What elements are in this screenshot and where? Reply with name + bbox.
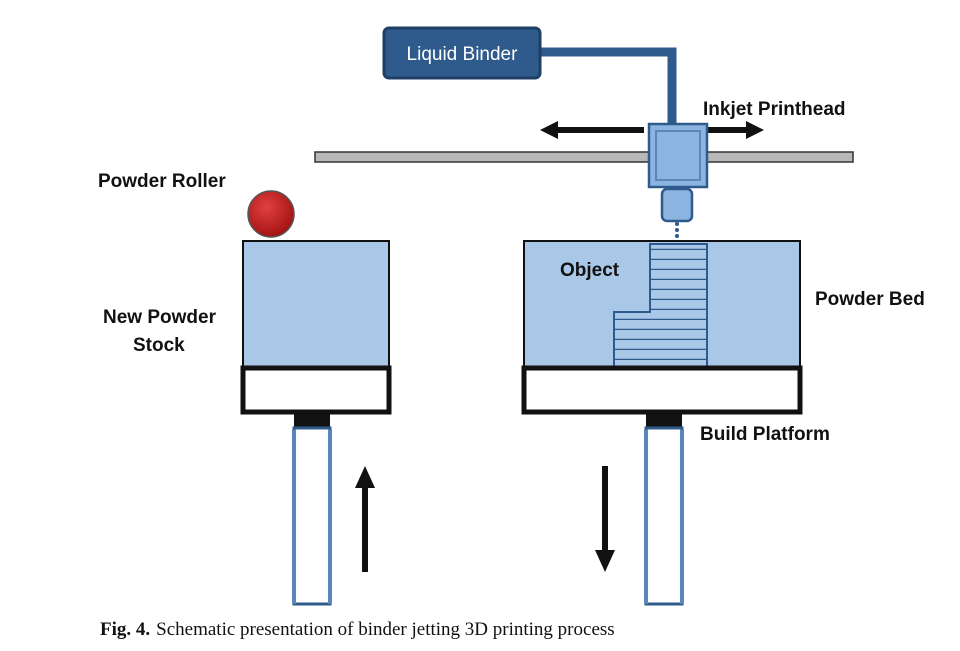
liquid-binder-label: Liquid Binder	[407, 44, 519, 65]
feed-piston-connector	[294, 412, 330, 428]
object-label: Object	[560, 260, 620, 281]
build-piston-plate	[521, 365, 803, 415]
printhead-rail	[314, 151, 854, 163]
new-powder-stock-label-line2: Stock	[133, 335, 185, 356]
feed-piston-shaft	[292, 426, 332, 606]
up-arrow	[355, 466, 375, 572]
feed-piston-plate	[240, 365, 392, 415]
powder-bed-label: Powder Bed	[815, 289, 925, 310]
binder-feed-pipe	[540, 47, 677, 126]
powder-roller-label: Powder Roller	[98, 171, 226, 192]
powder-roller	[247, 190, 295, 238]
printhead-left-arrow	[540, 121, 644, 139]
build-piston-shaft	[644, 426, 684, 606]
figure-number: Fig. 4.	[100, 619, 151, 640]
new-powder-stock-label-line1: New Powder	[103, 307, 217, 328]
caption-text: Schematic presentation of binder jetting…	[156, 619, 615, 640]
inkjet-nozzle	[660, 187, 694, 223]
liquid-binder-box	[382, 26, 542, 80]
build-platform-label: Build Platform	[700, 424, 830, 445]
new-powder-stock	[242, 240, 390, 369]
down-arrow	[595, 466, 615, 572]
printhead-bevel	[655, 130, 701, 181]
build-piston-connector	[646, 412, 682, 428]
inkjet-printhead-body	[647, 122, 709, 189]
binder-droplets	[675, 222, 679, 238]
printhead-right-arrow	[706, 121, 764, 139]
figure-caption: Fig. 4.Schematic presentation of binder …	[100, 619, 615, 641]
inkjet-printhead-label: Inkjet Printhead	[703, 99, 846, 120]
